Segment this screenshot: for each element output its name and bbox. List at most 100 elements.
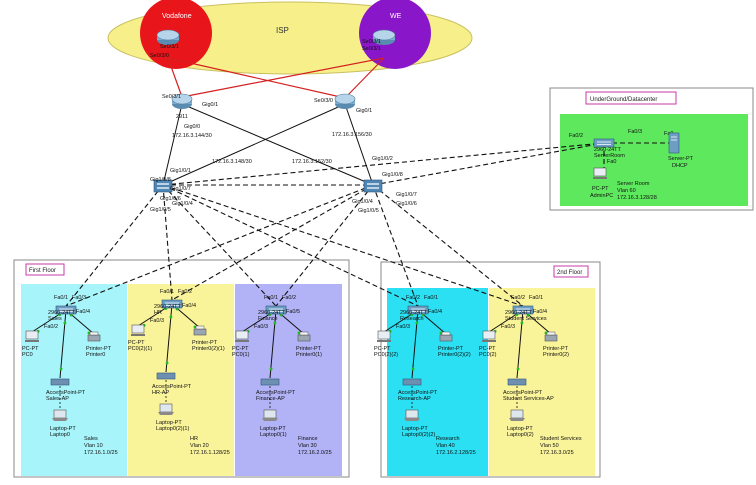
dept-link [516,309,524,379]
dept-link [59,309,67,379]
hr-printer[interactable] [193,325,207,336]
finance-port: Fa0/1 [264,295,278,301]
link-status-dot [269,367,273,371]
r1-port-gig00: Gig0/0 [184,124,200,130]
link-status-dot [165,361,169,365]
access-link [372,184,524,307]
vodafone-port-label: Se0/3/0 [150,53,169,59]
dc-switch-name: ServerRoom [594,153,625,159]
hr-access-point[interactable] [156,372,176,380]
ds1-port: Gig1/0/4 [172,201,193,207]
sales-switch[interactable] [55,305,77,315]
hr-switch[interactable] [161,299,183,309]
finance-info-name: Finance [298,436,318,442]
student-port: Fa0/1 [529,295,543,301]
sales-pc-name: PC0 [22,352,33,358]
hr-info-name: HR [190,436,198,442]
sales-ap-name: Sales-AP [46,396,69,402]
finance-pc-type: PC-PT [232,346,249,352]
trunk-link [162,142,605,186]
ds1-port: Gig1/0/6 [160,196,181,202]
link-status-dot [415,321,419,325]
sales-switch-name: Sales [48,316,62,322]
ds2-port: Gig1/0/8 [382,172,403,178]
access-link [162,184,173,301]
first-floor-title: First Floor [29,268,56,274]
research-access-point[interactable] [402,378,422,386]
research-printer[interactable] [439,331,453,342]
hr-laptop[interactable] [158,403,174,415]
serial-link [344,57,385,99]
finance-ap-type: AccessPoint-PT [256,390,296,396]
hr-pc-name: PC0(2)(1) [128,346,152,352]
sales-printer[interactable] [87,331,101,342]
vodafone-router[interactable] [156,29,180,45]
finance-port: Fa0/2 [282,295,296,301]
finance-printer[interactable] [297,331,311,342]
access-link [275,184,374,307]
link-status-dot [439,331,443,335]
student-printer-name: Printer0(2) [543,352,569,358]
link-status-dot [69,313,73,317]
finance-switch[interactable] [265,305,287,315]
student-access-point[interactable] [507,378,527,386]
finance-info-subnet: 172.16.2.0/25 [298,450,332,456]
core-router-2[interactable] [334,93,356,109]
student-printer[interactable] [544,331,558,342]
student-switch-model: 2960-24TT [505,310,533,316]
second-floor-title-box [553,265,589,278]
hr-info-vlan: Vlan 20 [190,443,209,449]
research-laptop[interactable] [404,409,420,421]
serverroom-switch[interactable] [593,138,615,148]
link-status-dot [175,307,179,311]
zones: UnderGround/Datacenter First Floor 2nd F… [13,87,754,478]
student-laptop-type: Laptop-PT [507,426,533,432]
student-ap-name: Student Services-AP [503,396,554,402]
sales-access-point[interactable] [50,378,70,386]
research-pc[interactable] [377,330,391,342]
finance-laptop[interactable] [262,409,278,421]
student-area [489,288,595,476]
dhcp-server[interactable] [668,132,680,154]
admin-pc[interactable] [593,167,607,179]
hr-area [128,284,234,476]
research-switch[interactable] [407,305,429,315]
dept-link [411,309,419,379]
r2-subnet: 172.16.3.156/30 [332,132,372,138]
student-laptop[interactable] [509,409,525,421]
ds1-port: Gig1/0/7 [170,186,191,192]
we-router[interactable] [372,29,396,45]
student-pc[interactable] [482,330,496,342]
trunk-link [372,142,605,186]
dhcp-server-type: Server-PT [668,156,694,162]
second-floor-title: 2nd Floor [557,270,582,276]
research-pc-type: PC-PT [374,346,391,352]
hr-printer-name: Printer0(2)(1) [192,346,225,352]
distribution-switch-2[interactable] [363,179,383,193]
sales-laptop[interactable] [52,409,68,421]
core-router-1[interactable] [171,93,193,109]
finance-ap-name: Finance-AP [256,396,285,402]
sales-pc[interactable] [25,330,39,342]
hr-pc[interactable] [131,324,145,336]
finance-pc-name: PC0(1) [232,352,250,358]
finance-pc[interactable] [235,330,249,342]
dept-link [269,309,277,379]
link-status-dot [63,321,67,325]
devices[interactable]: Se0/3/1 Se0/3/0 Se0/3/1 Se0/3/1 Se0/3/1 … [22,29,694,456]
finance-laptop-type: Laptop-PT [260,426,286,432]
hr-switch-model: 2960-24TT [154,304,182,310]
uplink [344,103,374,186]
student-switch[interactable] [512,305,534,315]
distribution-switch-1[interactable] [153,179,173,193]
link-status-dot [59,367,63,371]
sales-port: Fa0/4 [76,309,90,315]
finance-access-point[interactable] [260,378,280,386]
research-pc-name: PC0(2)(2) [374,352,398,358]
